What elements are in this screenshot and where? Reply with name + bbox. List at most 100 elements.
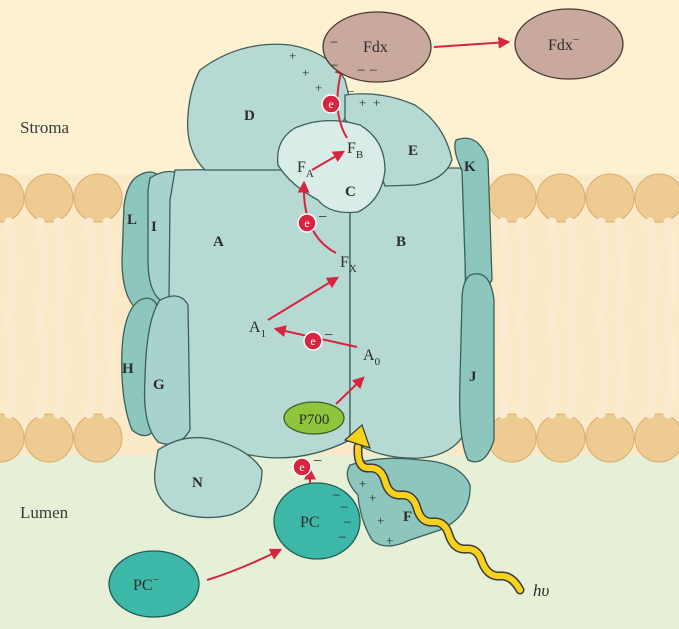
lipid-tail	[84, 217, 98, 321]
lipid-tail	[645, 217, 659, 321]
label-A: A	[213, 234, 224, 250]
lipid-tail	[84, 315, 98, 419]
stroma-label: Stroma	[20, 118, 70, 137]
lipid-tail	[614, 217, 628, 321]
electron-near-fb: e	[321, 94, 341, 114]
subunit-labels: D E C K L I A B H G J N F	[122, 108, 477, 525]
lipid-head	[585, 413, 635, 463]
cofactor-fa: FA	[297, 159, 314, 180]
svg-text:−: −	[338, 530, 346, 546]
arrow-pc-reduced-binding	[206, 548, 283, 581]
subunit-J	[459, 273, 495, 463]
svg-text:− −: − −	[357, 63, 378, 79]
svg-text:PC−: PC−	[133, 574, 159, 594]
svg-text:e: e	[299, 460, 304, 474]
lipid-tail	[4, 315, 18, 419]
p700: P700	[283, 401, 345, 435]
lipid-tail	[498, 217, 512, 321]
lipid-head	[487, 173, 537, 223]
cofactor-a0: A0	[363, 347, 381, 368]
pc-bound: PC −− −−	[273, 482, 361, 560]
lipid-head	[536, 413, 586, 463]
label-G: G	[153, 377, 165, 393]
label-C: C	[345, 184, 356, 200]
lipid-bilayer-right	[487, 173, 679, 463]
svg-text:−: −	[332, 488, 340, 504]
lipid-tail	[498, 315, 512, 419]
lipid-tail	[4, 217, 18, 321]
svg-text:+: +	[359, 476, 366, 491]
cofactor-fx: FX	[340, 254, 357, 275]
lipid-tail	[102, 217, 116, 321]
lipid-tail	[35, 315, 49, 419]
subunit-G	[143, 295, 191, 445]
electrons: e e − e − e −	[292, 94, 341, 477]
photon-label: hυ	[533, 581, 550, 600]
lipid-tail	[35, 217, 49, 321]
arrow-p700-to-a0	[335, 376, 365, 405]
svg-text:+: +	[386, 533, 393, 548]
lipid-head	[536, 173, 586, 223]
label-L: L	[127, 212, 137, 228]
lipid-tail	[547, 217, 561, 321]
electron-near-fx: e −	[297, 209, 327, 233]
svg-text:e: e	[304, 216, 309, 230]
label-K: K	[464, 159, 476, 175]
lipid-tail	[663, 217, 677, 321]
lipid-tail	[596, 315, 610, 419]
lipid-head	[24, 173, 74, 223]
lipid-head	[487, 413, 537, 463]
svg-text:−: −	[343, 515, 351, 531]
svg-text:−: −	[347, 84, 354, 99]
svg-text:−: −	[330, 58, 338, 74]
electron-near-p700: e −	[292, 453, 322, 477]
svg-text:+: +	[315, 80, 322, 95]
stroma-charges: ++ ++ +−	[289, 48, 380, 110]
label-H: H	[122, 361, 134, 377]
lipid-tail	[614, 315, 628, 419]
lipid-tail	[516, 315, 530, 419]
svg-text:−: −	[313, 453, 322, 470]
label-B: B	[396, 234, 406, 250]
svg-text:+: +	[373, 95, 380, 110]
subunit-N	[153, 436, 263, 519]
pc-charges: −− −−	[332, 488, 351, 546]
cofactor-fb: FB	[347, 140, 363, 161]
lipid-tail	[645, 315, 659, 419]
arrow-fdx-release	[433, 36, 511, 49]
lipid-tail	[547, 315, 561, 419]
svg-text:+: +	[289, 48, 296, 63]
photosystem-complex	[121, 43, 495, 547]
lipid-head	[73, 413, 123, 463]
arrow-fa-to-fb	[311, 150, 346, 171]
label-F: F	[403, 509, 412, 525]
label-I: I	[151, 219, 157, 235]
lipid-tail	[516, 217, 530, 321]
svg-text:e: e	[310, 334, 315, 348]
lipid-tail	[565, 217, 579, 321]
svg-text:+: +	[369, 490, 376, 505]
subunit-F-charges: ++ ++	[359, 476, 393, 548]
label-N: N	[192, 475, 203, 491]
svg-text:−: −	[340, 500, 348, 516]
lipid-head	[24, 413, 74, 463]
label-J: J	[469, 369, 477, 385]
lipid-tail	[53, 315, 67, 419]
lipid-head	[0, 413, 25, 463]
lipid-head	[634, 173, 679, 223]
label-E: E	[408, 143, 418, 159]
label-D: D	[244, 108, 255, 124]
pc-reduced: PC−	[108, 550, 200, 618]
photon: hυ	[343, 423, 550, 600]
lipid-tail	[663, 315, 677, 419]
lipid-head	[73, 173, 123, 223]
electron-near-a0: e −	[303, 327, 333, 351]
cofactor-labels: FA FB FX A1 A0	[249, 140, 381, 368]
fdx-charges: −− − −	[330, 35, 378, 79]
subunit-B	[349, 167, 467, 459]
fdx-bound: Fdx −− − −	[322, 11, 432, 83]
svg-text:Fdx: Fdx	[363, 39, 388, 56]
fdx-reduced: Fdx−	[514, 8, 624, 80]
lipid-tail	[102, 315, 116, 419]
